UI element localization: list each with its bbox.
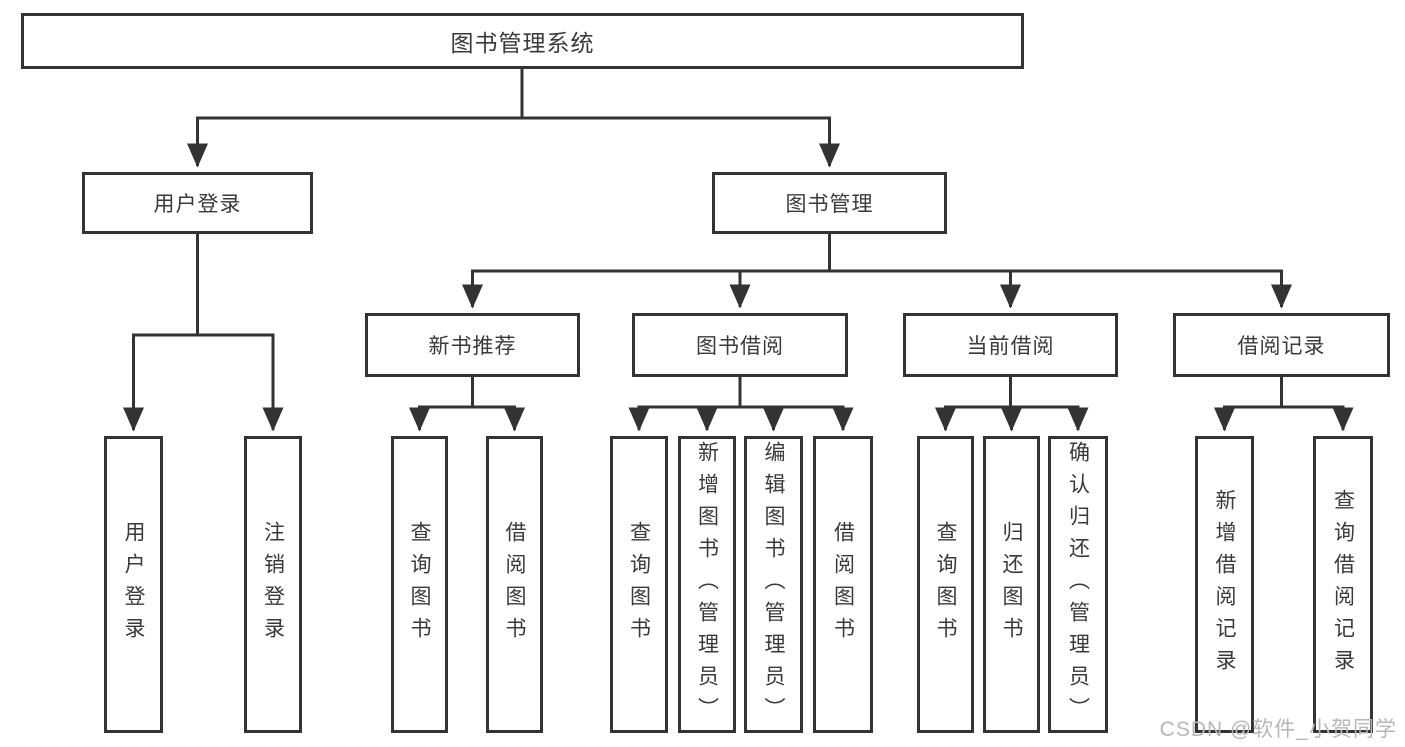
leaf-query-books-borrow: 查询图书 <box>610 436 668 733</box>
node-label: 用户登录 <box>153 193 242 216</box>
node-label: 归还图书 <box>1000 520 1023 649</box>
leaf-query-books-current: 查询图书 <box>917 436 974 733</box>
node-label: 用户登录 <box>122 520 145 649</box>
node-label: 注销登录 <box>261 520 285 649</box>
node-new-book-recommendation: 新书推荐 <box>365 313 580 377</box>
node-book-borrowing: 图书借阅 <box>632 313 848 377</box>
node-label: 查询图书 <box>934 520 957 649</box>
node-label: 借阅图书 <box>831 520 855 649</box>
leaf-add-books-admin: 新增图书（管理员） <box>678 436 736 733</box>
node-label: 新增图书（管理员） <box>695 440 719 729</box>
node-label: 新增借阅记录 <box>1213 488 1236 681</box>
node-book-management: 图书管理 <box>712 172 947 234</box>
leaf-return-books: 归还图书 <box>983 436 1040 733</box>
node-label: 查询图书 <box>627 520 651 649</box>
node-borrowing-records: 借阅记录 <box>1173 313 1390 377</box>
node-label: 新书推荐 <box>428 335 517 358</box>
leaf-user-login: 用户登录 <box>104 436 163 733</box>
leaf-logout: 注销登录 <box>244 436 302 733</box>
leaf-borrow-books: 借阅图书 <box>813 436 873 733</box>
node-current-borrowing: 当前借阅 <box>903 313 1118 377</box>
leaf-confirm-return-admin: 确认归还（管理员） <box>1048 436 1108 733</box>
node-label: 借阅记录 <box>1237 335 1326 358</box>
node-user-login: 用户登录 <box>82 172 313 234</box>
node-label: 编辑图书（管理员） <box>762 440 785 729</box>
node-label: 确认归还（管理员） <box>1066 440 1090 729</box>
node-library-management-system: 图书管理系统 <box>21 13 1024 69</box>
csdn-watermark: CSDN @软件_小贺同学 <box>1159 718 1397 741</box>
leaf-add-borrow-record: 新增借阅记录 <box>1195 436 1254 733</box>
node-label: 查询图书 <box>408 520 431 649</box>
leaf-query-books-recommend: 查询图书 <box>391 436 448 733</box>
leaf-query-borrow-record: 查询借阅记录 <box>1313 436 1373 733</box>
node-label: 借阅图书 <box>503 520 526 649</box>
node-label: 图书管理系统 <box>450 30 595 56</box>
node-label: 图书管理 <box>785 193 874 216</box>
node-label: 当前借阅 <box>966 335 1055 358</box>
leaf-edit-books-admin: 编辑图书（管理员） <box>744 436 803 733</box>
node-label: 查询借阅记录 <box>1331 488 1355 681</box>
leaf-borrow-books-recommend: 借阅图书 <box>486 436 543 733</box>
node-label: 图书借阅 <box>696 335 784 358</box>
